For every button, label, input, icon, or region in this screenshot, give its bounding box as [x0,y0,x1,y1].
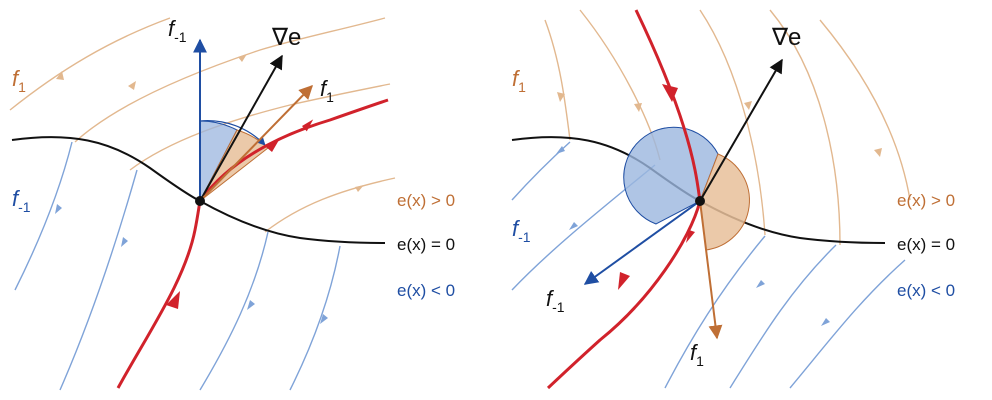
flow-arrow-icon [56,71,64,80]
trajectory-arrow-icon [686,230,695,243]
right-f-minus1-vector [583,200,701,285]
right-panel: f1 f-1 f-1 ∇e f1 e(x) > 0 e(x) = 0 e(x) … [511,9,955,390]
right-label-fm1-vector: f-1 [546,286,565,315]
right-blue-angle-wedge [623,126,719,225]
right-red-arrows [618,84,695,290]
trajectory-arrow-icon [302,119,314,132]
left-panel: f1 f-1 f-1 ∇e f1 e(x) > 0 e(x) = 0 e(x) … [9,16,455,391]
right-f1-vector [699,200,723,340]
flow-arrow-icon [874,148,882,157]
right-label-f1-field: f1 [512,66,526,95]
right-label-e-zero: e(x) = 0 [897,235,955,254]
left-label-e-positive: e(x) > 0 [397,191,455,210]
left-blue-flow-arrows [55,204,328,324]
right-orange-flow-arrows [557,92,882,157]
trajectory-arrow-icon [166,291,180,309]
flow-arrow-icon [238,54,247,62]
right-blue-flow-arrows [556,146,830,326]
flow-arrow-icon [55,204,62,214]
flow-arrow-icon [247,300,255,310]
flow-arrow-icon [756,280,765,288]
flow-arrow-icon [121,237,128,247]
right-label-e-negative: e(x) < 0 [897,281,955,300]
left-zero-level-curve [11,136,386,244]
flow-arrow-icon [744,101,752,110]
left-blue-flow-lines [14,141,341,391]
left-orange-flow-lines [9,17,396,233]
left-label-e-zero: e(x) = 0 [397,235,455,254]
left-label-f1-vector: f1 [320,76,334,105]
flow-arrow-icon [355,185,364,192]
flow-arrow-icon [557,92,565,102]
left-equilibrium-point [195,196,205,206]
right-orange-flow-lines [544,9,911,246]
right-equilibrium-point [695,196,705,206]
right-label-gradient: ∇e [771,24,801,51]
flow-arrow-icon [821,318,830,326]
trajectory-arrow-icon [662,84,678,102]
left-orange-flow-arrows [56,54,364,192]
trajectory-arrow-icon [266,140,279,152]
flow-arrow-icon [569,222,578,230]
left-label-fm1-field: f-1 [12,186,31,215]
right-gradient-vector [699,58,783,202]
left-red-arrows [166,119,314,309]
flow-arrow-icon [320,314,328,324]
trajectory-arrow-icon [618,272,630,290]
left-label-gradient: ∇e [271,24,301,51]
left-label-f1-field: f1 [12,66,26,95]
left-gradient-vector [199,54,283,202]
right-label-fm1-field: f-1 [512,216,531,245]
right-label-f1-vector: f1 [690,340,704,369]
right-label-e-positive: e(x) > 0 [897,191,955,210]
left-label-fm1-vector: f-1 [168,16,187,45]
flow-arrow-icon [128,81,136,90]
left-f1-vector [199,84,313,202]
flow-arrow-icon [634,103,642,112]
left-label-e-negative: e(x) < 0 [397,281,455,300]
flow-arrow-icon [556,146,565,154]
